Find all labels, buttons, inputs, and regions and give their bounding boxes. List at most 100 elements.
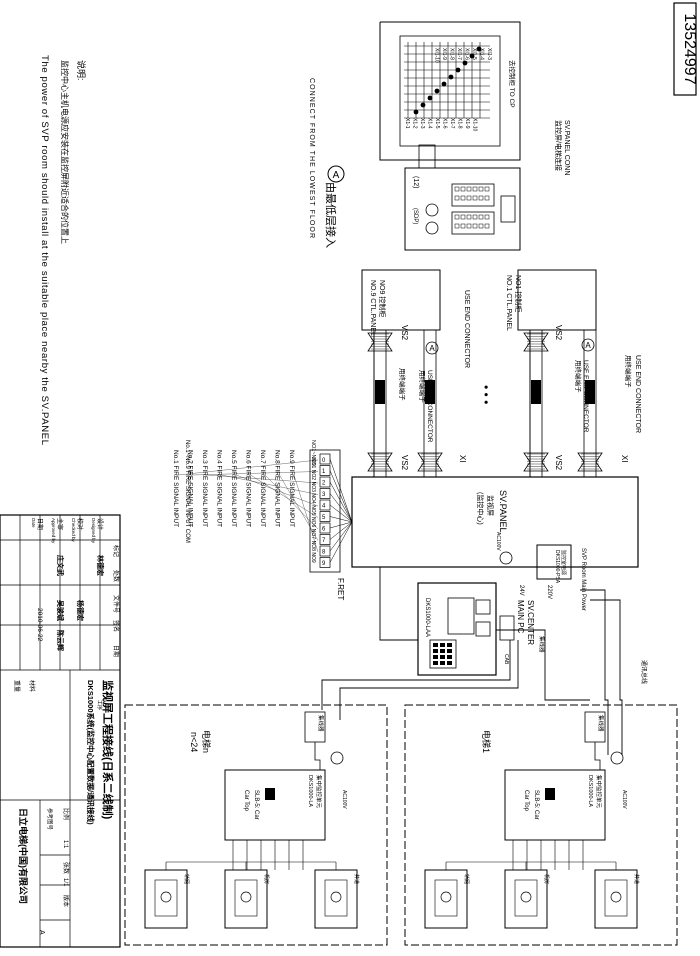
- center-ac: AC100V: [495, 532, 501, 551]
- fire-signal-input: No.7 FIRE SIGNAL INPUT: [259, 450, 266, 527]
- tb-approved-label: 主审: [56, 518, 64, 530]
- drawing-number: 13524997: [681, 13, 698, 84]
- vs2-label-1b: VS2: [554, 455, 563, 471]
- pc-key: [440, 643, 445, 647]
- tb-col-header: 日期: [112, 645, 120, 657]
- center-hub: 集线器: [538, 636, 546, 653]
- xi-label-9: XI: [458, 455, 467, 463]
- sdp-label: (SDP): [412, 208, 418, 224]
- fret-label: F.RET: [336, 578, 345, 600]
- fire-wire: [329, 516, 353, 523]
- end-connector-block: [425, 380, 435, 404]
- board-pin: [478, 214, 484, 220]
- fire-signal-lead: [235, 474, 319, 507]
- tb-approved-en: Approved by: [51, 518, 56, 544]
- terminal-label-right: XI1-5: [471, 48, 477, 60]
- cable-note: 通讯总线: [640, 660, 648, 684]
- tb-approver: 陈云辉: [56, 630, 65, 651]
- grid-connection-dot: [441, 81, 447, 87]
- fire-signal-lead: [192, 471, 319, 476]
- vs2-label-1: VS2: [554, 325, 563, 341]
- fire-signal-lead: [279, 474, 319, 541]
- grid-connection-dot: [462, 60, 468, 66]
- svpanel-label-en: SV.PANEL: [498, 490, 508, 533]
- end-connector-notes: A A USE END CONNECTOR 用终端端子 用终端端子 USE EN…: [398, 338, 641, 443]
- fire-signal-lead: [293, 474, 319, 553]
- grid-connection-dot: [476, 46, 482, 52]
- group-device-icon: [330, 891, 342, 903]
- board-pin: [472, 195, 478, 201]
- drawing-number-box: 13524997: [673, 2, 698, 96]
- board-pin: [466, 195, 472, 201]
- group-device-inner: [434, 879, 458, 917]
- group-device-icon: [610, 891, 622, 903]
- tb-date-en: Date: [31, 518, 36, 528]
- group-terminal-b: SLB-5: Car: [253, 790, 259, 820]
- use-end-conn-1b: USE END CONNECTOR: [634, 355, 641, 433]
- to-cp-label: 去控制柜 TO CP: [508, 60, 517, 108]
- end-connector-block: [375, 380, 385, 404]
- terminal-label: X1-10: [472, 118, 478, 132]
- grid-connection-dot: [455, 67, 461, 73]
- group-hub-wire: [594, 742, 601, 770]
- v24-label: 24V: [518, 585, 524, 596]
- use-end-conn-9a: USE END CONNECTOR: [426, 370, 433, 443]
- group-hub-label: 集线器: [317, 715, 325, 732]
- pc-key: [447, 643, 452, 647]
- fire-wire: [329, 458, 353, 523]
- connector-no1-bottom: [523, 452, 549, 472]
- trunk-bus-n2: [339, 640, 519, 720]
- tb-scale-label: 比例: [62, 808, 70, 820]
- tb-designer: 林德宏: [96, 555, 105, 576]
- tb-reviewer: 吴骏斌: [56, 600, 65, 621]
- group-terminal-b: SLB-5: Car: [533, 790, 539, 820]
- grid-connection-dot: [420, 102, 426, 108]
- group-device-inner: [324, 879, 348, 917]
- group-device-icon: [440, 891, 452, 903]
- use-end-conn-1b-cn: 用终端端子: [624, 355, 633, 388]
- fire-wire: [329, 493, 353, 523]
- group-device: [504, 869, 548, 929]
- terminal-label: X1-9: [464, 118, 470, 129]
- end-connector-block: [531, 380, 541, 404]
- fire-terminal-id: NO5: [310, 505, 316, 516]
- terminal-label-right: XI1-8: [449, 48, 455, 60]
- tb-ref-label: 参考图号: [46, 808, 54, 831]
- center-title: SV.CENTER: [526, 600, 535, 645]
- board-pin: [484, 195, 490, 201]
- continuation-dots: • • •: [479, 385, 493, 404]
- board-pin: [478, 186, 484, 192]
- conn-title-cn: 监控屏/电梯连接: [554, 120, 563, 171]
- marker-a-2: A: [429, 344, 435, 353]
- terminal-label: X1-3: [419, 118, 425, 129]
- end-connector-block: [585, 380, 595, 404]
- group-device-inner: [604, 879, 628, 917]
- board-pin: [484, 214, 490, 220]
- tb-checker: 杨德宏: [76, 600, 85, 621]
- group-device-icon: [520, 891, 532, 903]
- svpanel-label-sub: (监控中心): [476, 492, 485, 525]
- no1-cn: NO1 控制柜: [514, 275, 523, 312]
- group-device-label: 井道: [353, 874, 360, 884]
- fire-terminal-num: 8: [322, 550, 326, 556]
- tb-date: 2010-06-22: [36, 608, 43, 642]
- terminal-label: X1-4: [427, 118, 433, 129]
- group-device: [424, 869, 468, 929]
- pc-key: [433, 655, 438, 659]
- fire-terminal-num: 9: [322, 561, 326, 567]
- fire-signal-lead: [264, 474, 319, 530]
- tb-company: 日立电梯(中国)有限公司: [18, 808, 29, 904]
- note-en: The power of SVP room should install at …: [39, 55, 50, 445]
- connector-no1-xi: [577, 452, 603, 472]
- board-pin: [472, 186, 478, 192]
- fire-terminal-num: 1: [322, 469, 326, 475]
- tb-designed-label: 设计: [96, 518, 104, 530]
- fire-wire: [329, 521, 353, 540]
- group-controller-title: 集中监控单元: [315, 775, 323, 809]
- board-pin: [478, 195, 484, 201]
- power-model: DKS1000-PSA: [554, 550, 560, 584]
- use-end-conn-1a: USE END CONNECTOR: [582, 360, 589, 433]
- marker-a: A: [333, 170, 340, 181]
